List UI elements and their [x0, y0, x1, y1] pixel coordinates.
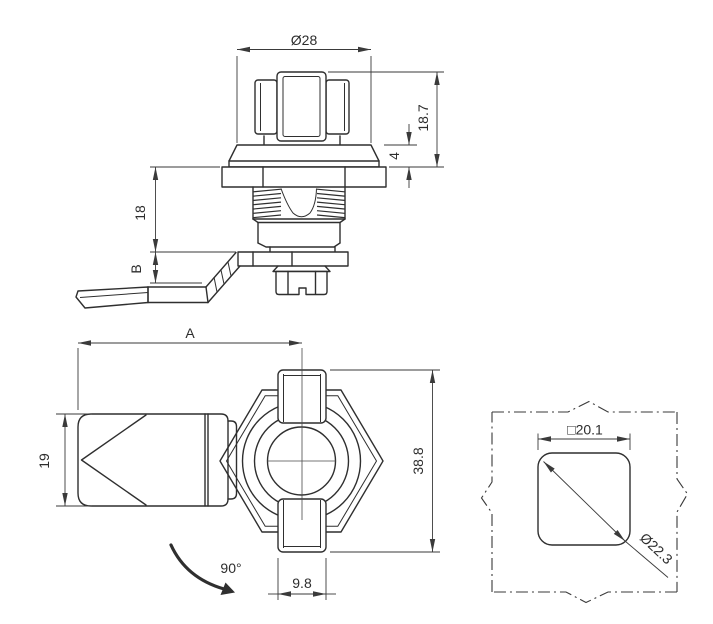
panel-outline [480, 400, 689, 604]
dim-wing-span: 38.8 [330, 369, 440, 553]
dim-cutout-diagonal: Ø22.3 [543, 461, 676, 578]
dim-cutout-diagonal-label: Ø22.3 [637, 529, 676, 567]
threaded-body [252, 186, 346, 253]
dim-lever-width: 19 [36, 413, 92, 507]
dim-lever-length: A [77, 325, 302, 410]
dim-head-height-label: 18.7 [415, 104, 431, 131]
cam-bar [237, 251, 349, 267]
dim-wing-width: 9.8 [268, 558, 336, 600]
dim-cam-offset: B [128, 252, 202, 284]
dim-head-diameter: Ø28 [236, 32, 372, 143]
hex-nut-front [221, 166, 387, 188]
dim-flange-height-label: 4 [386, 152, 402, 160]
cutout-hole [537, 452, 631, 546]
plan-view: A 19 38.8 9.8 90° [36, 325, 440, 600]
dim-head-diameter-label: Ø28 [291, 32, 318, 48]
rotation-angle-label: 90° [220, 560, 241, 576]
flange [228, 144, 380, 168]
dim-wing-span-label: 38.8 [410, 447, 426, 474]
dim-thread-length-label: 18 [132, 205, 148, 221]
dim-cam-offset-label: B [128, 264, 144, 273]
front-elevation-view: Ø28 18.7 4 18 B [75, 32, 444, 309]
dim-wing-width-label: 9.8 [292, 575, 312, 591]
rotation-arrow: 90° [169, 543, 242, 595]
dim-cutout-square-label: □20.1 [567, 422, 603, 438]
dim-flange-height: 4 [384, 124, 417, 188]
spindle-end [272, 265, 331, 296]
dim-lever-length-label: A [185, 325, 195, 341]
wing-knob-head [254, 71, 350, 146]
cam-lever-plan [77, 413, 238, 507]
dim-lever-width-label: 19 [36, 453, 52, 469]
dim-cutout-square: □20.1 [537, 422, 631, 450]
dim-thread-length: 18 [132, 166, 236, 253]
panel-cutout-view: □20.1 Ø22.3 [480, 400, 689, 604]
dim-head-height: 18.7 [328, 71, 444, 168]
cam-lever-front [75, 251, 241, 309]
centerlines [267, 348, 336, 520]
